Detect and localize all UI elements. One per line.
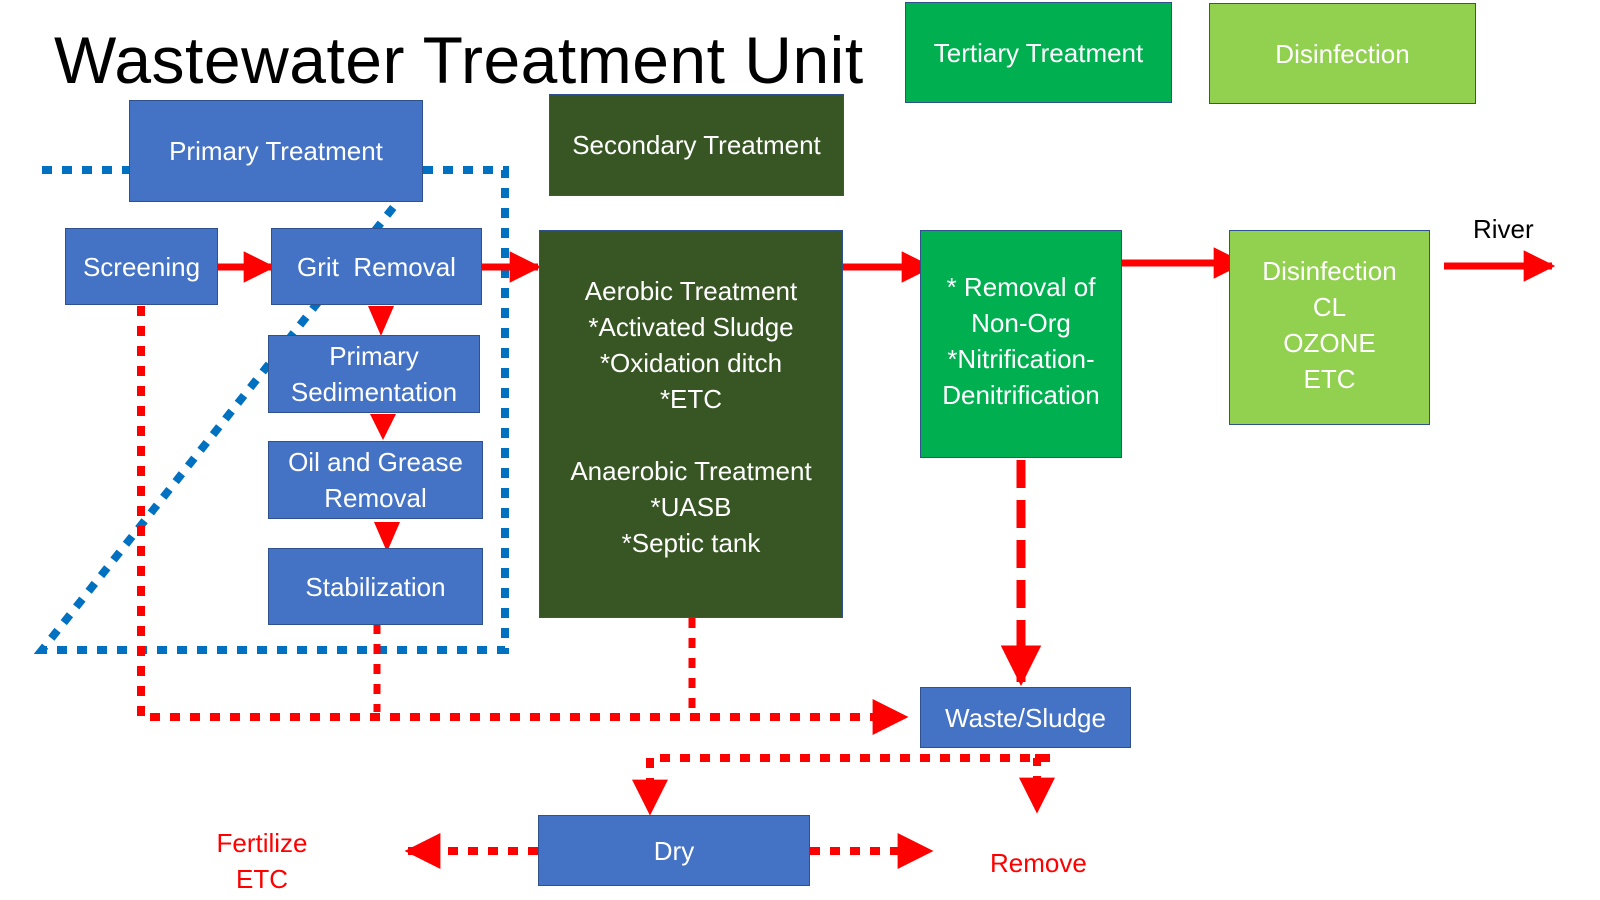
diagram-title: Wastewater Treatment Unit	[54, 23, 864, 97]
dry-label: Dry	[653, 835, 695, 866]
secondary-treatment-label: Secondary Treatment	[572, 130, 821, 160]
sludge-to-remove	[1019, 754, 1055, 814]
primary-sedimentation-box: Primary Sedimentation	[268, 335, 480, 413]
tertiary-line-4: Denitrification	[942, 380, 1100, 410]
secondary-line-anaerobic: Anaerobic Treatment	[570, 456, 812, 486]
disinfection-line-ozone: OZONE	[1283, 328, 1376, 358]
secondary-line-activated-sludge: *Activated Sludge	[588, 312, 794, 342]
tertiary-line-3: *Nitrification-	[947, 344, 1095, 374]
secondary-treatment-header: Secondary Treatment	[549, 94, 844, 196]
disinfection-line-cl: CL	[1312, 292, 1347, 322]
tertiary-line-1: * Removal of	[946, 272, 1096, 302]
stabilization-label: Stabilization	[305, 571, 446, 602]
grit-removal-box: Grit Removal	[271, 228, 482, 305]
tertiary-line-2: Non-Org	[971, 308, 1071, 338]
disinfection-methods-box: Disinfection CL OZONE ETC	[1229, 230, 1430, 425]
secondary-line-aerobic: Aerobic Treatment	[584, 276, 798, 306]
disinfection-line-etc: ETC	[1303, 364, 1356, 394]
stabilization-box: Stabilization	[268, 548, 483, 625]
secondary-line-septic-tank: *Septic tank	[621, 528, 761, 558]
fertilize-line-1: Fertilize	[216, 828, 308, 858]
primary-treatment-header: Primary Treatment	[129, 100, 423, 202]
screening-label: Screening	[82, 251, 201, 282]
arrow-sedimentation-to-oil	[370, 414, 396, 440]
arrow-grit-to-sedimentation	[368, 306, 394, 336]
oil-grease-line-1: Oil and Grease	[288, 447, 463, 477]
primary-group-outline	[33, 166, 509, 654]
secondary-line-oxidation-ditch: *Oxidation ditch	[599, 348, 783, 378]
primary-sedimentation-line-1: Primary	[329, 341, 419, 371]
primary-sedimentation-line-2: Sedimentation	[290, 377, 458, 407]
screening-box: Screening	[65, 228, 218, 305]
disinfection-line-1: Disinfection	[1262, 256, 1397, 286]
tertiary-processes-box: * Removal of Non-Org *Nitrification- Den…	[920, 230, 1122, 458]
grit-removal-label: Grit Removal	[297, 251, 456, 282]
dry-box: Dry	[538, 815, 810, 886]
sludge-line-screening	[137, 306, 909, 735]
remove-label: Remove	[990, 848, 1087, 878]
waste-sludge-box: Waste/Sludge	[920, 687, 1131, 748]
arrow-oil-to-stabilization	[374, 522, 400, 552]
secondary-line-uasb: *UASB	[650, 492, 732, 522]
disinfection-header: Disinfection	[1209, 3, 1476, 104]
tertiary-treatment-label: Tertiary Treatment	[933, 37, 1144, 68]
primary-treatment-label: Primary Treatment	[169, 136, 383, 166]
secondary-processes-box: Aerobic Treatment *Activated Sludge *Oxi…	[539, 230, 843, 618]
oil-grease-line-2: Removal	[324, 483, 427, 513]
fertilize-label: Fertilize ETC	[212, 825, 312, 897]
oil-grease-removal-box: Oil and Grease Removal	[268, 441, 483, 519]
waste-sludge-label: Waste/Sludge	[945, 702, 1106, 733]
secondary-line-etc: *ETC	[659, 384, 723, 414]
river-label: River	[1473, 214, 1534, 244]
fertilize-line-2: ETC	[236, 864, 288, 894]
disinfection-header-label: Disinfection	[1275, 38, 1410, 69]
sludge-to-dry	[632, 754, 1050, 816]
tertiary-treatment-header: Tertiary Treatment	[905, 2, 1172, 103]
